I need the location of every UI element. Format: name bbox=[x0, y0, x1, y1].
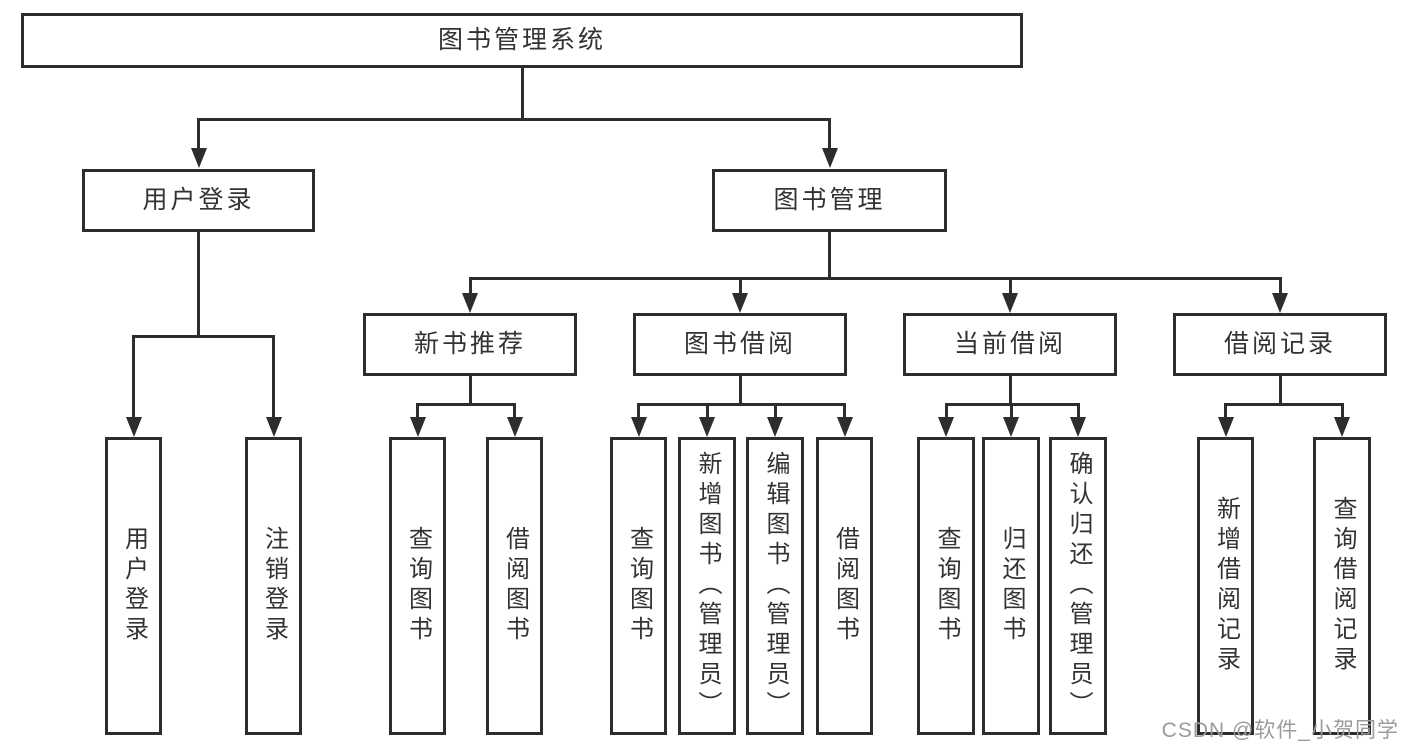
leaf-label: 查询图书 bbox=[404, 526, 432, 646]
node-label: 图书管理系统 bbox=[437, 26, 606, 54]
arrowhead-down-icon bbox=[1334, 417, 1350, 437]
arrowhead-down-icon bbox=[125, 417, 142, 437]
leaf-edit-books-admin: 编辑图书（管理员） bbox=[746, 437, 804, 735]
connector-drop-root-0 bbox=[197, 118, 200, 152]
leaf-label: 借阅图书 bbox=[501, 526, 529, 646]
connector-drop-current-borrow-0 bbox=[944, 403, 948, 421]
connector-drop-borrow-records-1 bbox=[1340, 403, 1344, 421]
leaf-label: 用户登录 bbox=[120, 526, 148, 646]
leaf-confirm-return-admin: 确认归还（管理员） bbox=[1049, 437, 1107, 735]
csdn-watermark: CSDN @软件_小贺同学 bbox=[1161, 719, 1399, 742]
arrowhead-down-icon bbox=[732, 293, 748, 313]
connector-stem-current-borrow bbox=[1008, 376, 1012, 406]
node-label: 借阅记录 bbox=[1223, 330, 1336, 358]
node-label: 新书推荐 bbox=[413, 330, 526, 358]
node-label: 当前借阅 bbox=[953, 330, 1066, 358]
arrowhead-down-icon bbox=[836, 417, 853, 437]
connector-bar-borrow-records bbox=[1224, 403, 1344, 406]
connector-drop-book-borrow-1 bbox=[705, 403, 709, 421]
leaf-label: 新增图书（管理员） bbox=[694, 451, 721, 721]
leaf-label: 新增借阅记录 bbox=[1212, 496, 1240, 676]
leaf-query-books-current: 查询图书 bbox=[917, 437, 975, 735]
arrowhead-down-icon bbox=[767, 417, 783, 437]
arrowhead-down-icon bbox=[938, 417, 954, 437]
connector-stem-root bbox=[520, 68, 524, 121]
connector-bar-new-book-rec bbox=[416, 403, 516, 406]
leaf-label: 查询借阅记录 bbox=[1329, 496, 1356, 676]
connector-stem-borrow-records bbox=[1278, 376, 1282, 406]
leaf-label: 借阅图书 bbox=[831, 526, 859, 646]
node-library-management-system: 图书管理系统 bbox=[21, 13, 1023, 68]
arrowhead-down-icon bbox=[1272, 293, 1288, 313]
leaf-label: 归还图书 bbox=[998, 526, 1025, 646]
connector-drop-current-borrow-1 bbox=[1009, 403, 1013, 421]
node-label: 用户登录 bbox=[142, 186, 255, 214]
connector-drop-book-borrow-2 bbox=[773, 403, 777, 421]
connector-drop-book-borrow-0 bbox=[637, 403, 640, 421]
leaf-add-books-admin: 新增图书（管理员） bbox=[678, 437, 736, 735]
node-user-login: 用户登录 bbox=[82, 169, 315, 232]
leaf-query-books-recommend: 查询图书 bbox=[389, 437, 446, 735]
arrowhead-down-icon bbox=[409, 417, 426, 437]
arrowhead-down-icon bbox=[462, 293, 478, 313]
connector-drop-book-borrow-3 bbox=[843, 403, 846, 421]
node-label: 图书借阅 bbox=[683, 330, 796, 358]
connector-drop-new-book-rec-0 bbox=[416, 403, 419, 421]
connector-stem-book-mgmt bbox=[828, 232, 831, 280]
connector-drop-new-book-rec-1 bbox=[513, 403, 516, 421]
connector-stem-new-book-rec bbox=[468, 376, 472, 406]
leaf-add-borrow-record: 新增借阅记录 bbox=[1197, 437, 1254, 735]
connector-drop-current-borrow-2 bbox=[1076, 403, 1080, 421]
leaf-label: 编辑图书（管理员） bbox=[762, 451, 789, 721]
leaf-query-books-borrow: 查询图书 bbox=[610, 437, 667, 735]
arrowhead-down-icon bbox=[1002, 293, 1018, 313]
connector-drop-user-login-1 bbox=[272, 335, 275, 421]
arrowhead-down-icon bbox=[1003, 417, 1019, 437]
arrowhead-down-icon bbox=[190, 148, 207, 168]
leaf-user-login: 用户登录 bbox=[105, 437, 162, 735]
leaf-logout-login: 注销登录 bbox=[245, 437, 302, 735]
leaf-borrow-books-recommend: 借阅图书 bbox=[486, 437, 543, 735]
leaf-label: 确认归还（管理员） bbox=[1065, 451, 1092, 721]
connector-bar-book-mgmt bbox=[468, 277, 1282, 280]
leaf-label: 查询图书 bbox=[933, 526, 960, 646]
node-new-book-recommend: 新书推荐 bbox=[363, 313, 577, 376]
arrowhead-down-icon bbox=[1217, 417, 1234, 437]
arrowhead-down-icon bbox=[630, 417, 647, 437]
leaf-return-books: 归还图书 bbox=[982, 437, 1040, 735]
connector-bar-book-borrow bbox=[637, 403, 846, 406]
arrowhead-down-icon bbox=[821, 148, 838, 168]
node-current-borrow: 当前借阅 bbox=[903, 313, 1117, 376]
connector-drop-book-mgmt-3 bbox=[1278, 277, 1282, 297]
node-book-borrow: 图书借阅 bbox=[633, 313, 847, 376]
node-label: 图书管理 bbox=[773, 186, 886, 214]
connector-drop-book-mgmt-2 bbox=[1008, 277, 1012, 297]
arrowhead-down-icon bbox=[1070, 417, 1086, 437]
arrowhead-down-icon bbox=[265, 417, 282, 437]
connector-drop-borrow-records-0 bbox=[1224, 403, 1227, 421]
connector-stem-book-borrow bbox=[738, 376, 742, 406]
connector-stem-user-login bbox=[197, 232, 200, 338]
connector-bar-root bbox=[197, 118, 831, 121]
connector-drop-book-mgmt-1 bbox=[738, 277, 742, 297]
arrowhead-down-icon bbox=[506, 417, 523, 437]
leaf-label: 查询图书 bbox=[625, 526, 653, 646]
connector-drop-user-login-0 bbox=[132, 335, 135, 421]
node-borrow-records: 借阅记录 bbox=[1173, 313, 1387, 376]
arrowhead-down-icon bbox=[699, 417, 715, 437]
node-book-management: 图书管理 bbox=[712, 169, 947, 232]
leaf-borrow-books: 借阅图书 bbox=[816, 437, 873, 735]
leaf-label: 注销登录 bbox=[260, 526, 288, 646]
connector-drop-book-mgmt-0 bbox=[468, 277, 472, 297]
connector-bar-user-login bbox=[132, 335, 275, 338]
connector-drop-root-1 bbox=[828, 118, 831, 152]
leaf-query-borrow-record: 查询借阅记录 bbox=[1313, 437, 1371, 735]
